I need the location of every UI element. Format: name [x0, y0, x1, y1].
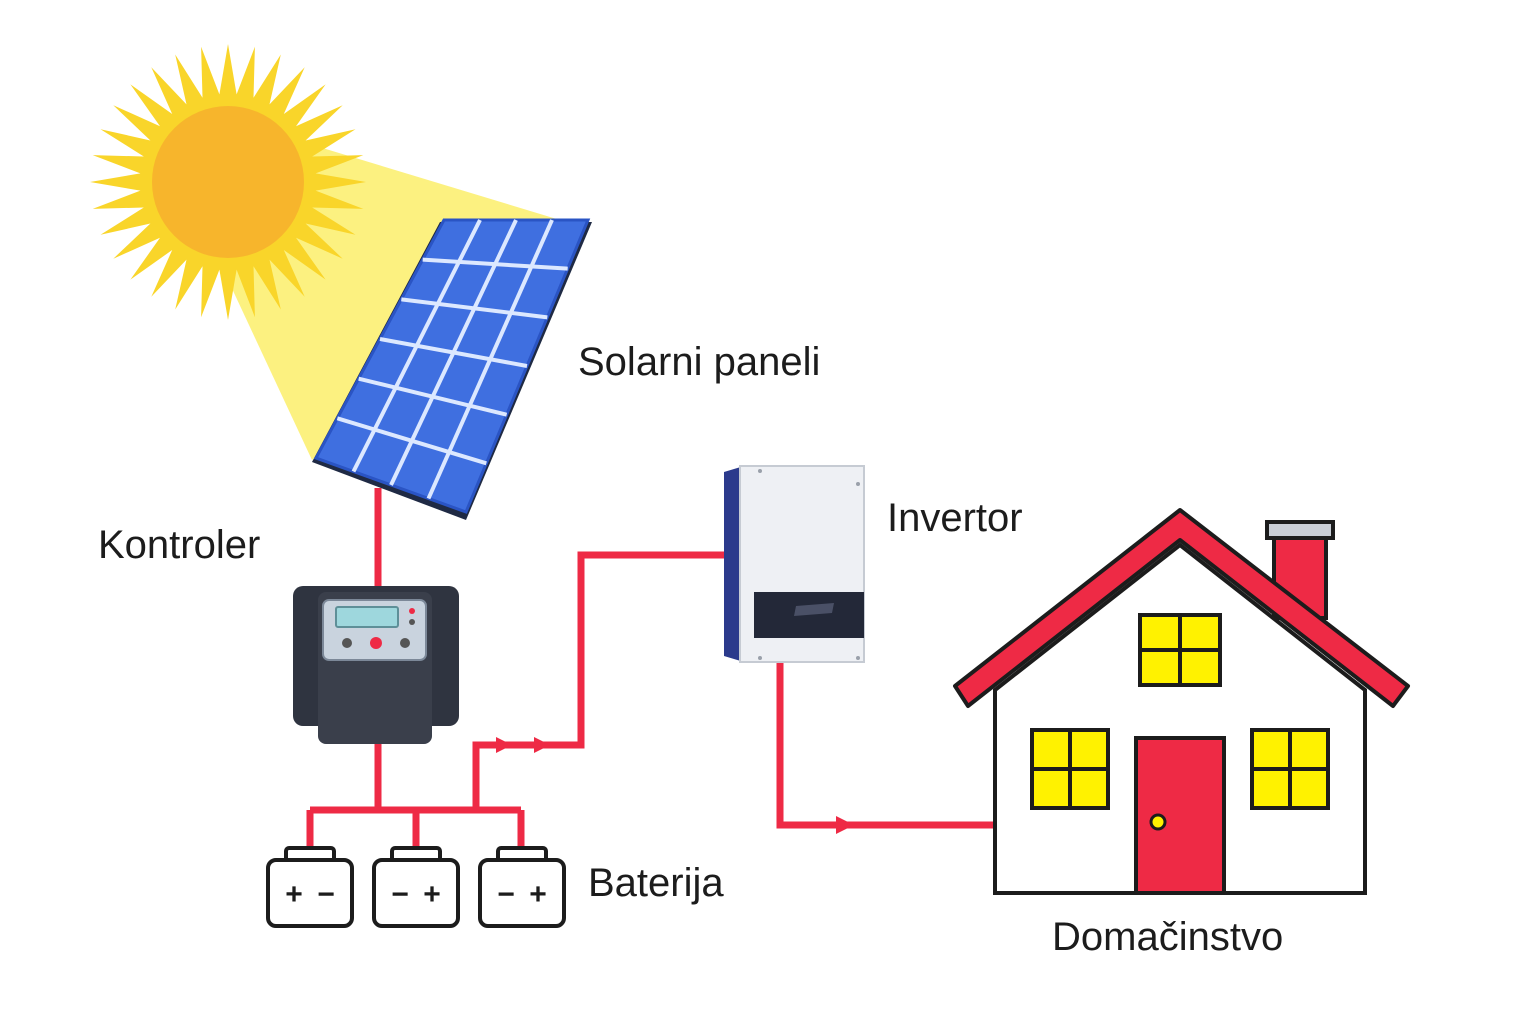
controller-screen	[335, 606, 399, 628]
inverter-display-panel	[754, 592, 864, 638]
arrow-icon	[534, 737, 550, 753]
sun-disc	[152, 106, 304, 258]
solar-panel	[312, 218, 592, 520]
battery-terminal-sign: −	[317, 878, 335, 911]
controller-led	[409, 619, 415, 625]
controller-button	[342, 638, 352, 648]
arrow-icon	[836, 816, 854, 834]
battery-bank: +−−+−+	[266, 846, 566, 928]
controller-led	[409, 608, 415, 614]
battery-icon: −+	[372, 846, 460, 928]
wiring	[306, 488, 995, 850]
door	[1134, 736, 1226, 895]
wire-inverter-house	[776, 662, 995, 829]
battery-terminal-sign: +	[529, 878, 547, 911]
window	[1138, 613, 1222, 687]
battery-icon: −+	[478, 846, 566, 928]
roof	[953, 508, 1410, 708]
solar-panels-label: Solarni paneli	[578, 340, 821, 384]
flow-arrows	[496, 737, 854, 834]
battery-terminal-sign: −	[497, 878, 515, 911]
battery-label: Baterija	[588, 861, 724, 905]
arrow-icon	[496, 737, 512, 753]
charge-controller	[293, 586, 459, 744]
battery-terminal-sign: −	[391, 878, 409, 911]
battery-terminal-sign: +	[285, 878, 303, 911]
sun-icon	[90, 44, 366, 320]
household-label: Domačinstvo	[1052, 915, 1284, 959]
controller-label: Kontroler	[98, 523, 261, 567]
wire-bus-inverter	[472, 551, 726, 810]
battery-terminal-sign: +	[423, 878, 441, 911]
inverter-unit	[724, 465, 865, 663]
inverter-label: Invertor	[887, 496, 1023, 540]
window	[1030, 728, 1110, 810]
door-knob	[1149, 813, 1167, 831]
window	[1250, 728, 1330, 810]
controller-button	[400, 638, 410, 648]
controller-button	[370, 637, 382, 649]
battery-icon: +−	[266, 846, 354, 928]
house-icon	[953, 508, 1410, 895]
